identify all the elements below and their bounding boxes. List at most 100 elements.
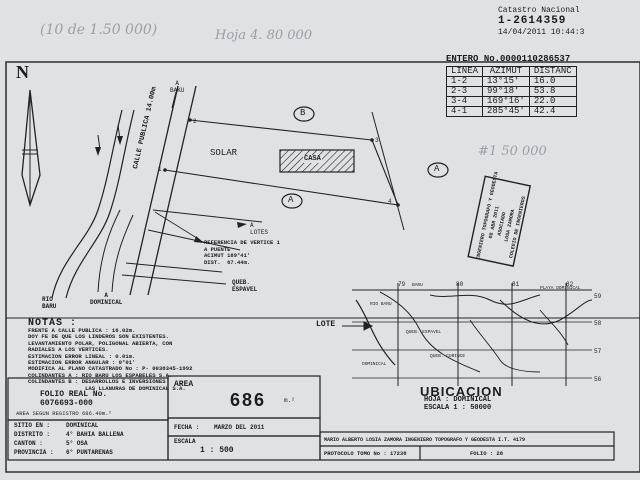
vertex-label: 1: [158, 166, 162, 173]
rio-baru-label: RIO BARU: [42, 296, 57, 310]
grid-label: 59: [594, 293, 602, 300]
ubicacion-title: UBICACION: [420, 384, 503, 399]
azimuth-header-row: LINEA AZIMUT DISTANC: [445, 66, 577, 77]
map-place: RIO BARU: [370, 302, 392, 307]
note-line: RADIALES A LOS VERTICES.: [28, 346, 109, 354]
distrito-value: 4° BAHIA BALLENA: [66, 431, 124, 438]
dominical-label: A DOMINICAL: [90, 292, 123, 306]
note-line: FRENTE A CALLE PUBLICA : 16.02m.: [28, 327, 136, 334]
cell: 13°15': [482, 76, 530, 87]
note-line: COLINDANTES A : RIO BARU LOS ESPABELES S…: [28, 371, 173, 379]
escala-label: ESCALA: [174, 438, 196, 445]
entero-label-text: ENTERO: [446, 54, 479, 64]
provincia-value: 6° PUNTARENAS: [66, 449, 113, 456]
protocolo-folio-value: 28: [496, 450, 504, 457]
cell: 169°16': [482, 96, 530, 107]
casa-label: CASA: [303, 155, 322, 163]
registry-area: AREA SEGUN REGISTRO 686.40m.²: [16, 410, 112, 417]
folio-label: FOLIO REAL No.: [40, 390, 108, 399]
handwritten-note-right: #1 50 000: [478, 144, 547, 159]
col-linea: LINEA: [445, 66, 484, 77]
handwritten-note-mid: Hoja 4. 80 000: [215, 28, 313, 43]
note-line: ESTIMACION ERROR LINEAL : 0.01m.: [28, 352, 136, 360]
sitio-value: DOMINICAL: [66, 422, 99, 429]
lote-label: LOTE: [316, 320, 336, 329]
provincia-label: PROVINCIA :: [14, 449, 54, 456]
area-value: 686: [230, 390, 267, 410]
vertex-label: 4: [388, 198, 392, 205]
area-unit: m.²: [284, 397, 295, 404]
distrito-label: DISTRITO :: [14, 431, 51, 438]
cell: 22.0: [528, 96, 577, 107]
note-line: LEVANTAMIENTO POLAR, POLIGONAL ABIERTA, …: [28, 339, 173, 347]
entero-label: ENTERO No.0000110286537: [446, 54, 570, 64]
cell: 1-2: [445, 76, 484, 87]
map-place: QUEB. ESPAVEL: [406, 330, 442, 335]
grid-label: 58: [594, 320, 602, 327]
grid-label: 82: [566, 281, 574, 288]
vertex-reference-note: REFERENCIA DE VERTICE 1 A PUENTE ACIMUT …: [204, 239, 280, 266]
grid-label: 81: [512, 281, 520, 288]
lotes-label: A LOTES: [250, 222, 269, 236]
map-place: DOMINICAL: [362, 362, 387, 367]
grid-label: 57: [594, 348, 602, 355]
north-label: N: [16, 62, 29, 82]
cell: 42.4: [528, 106, 577, 117]
protocolo-value: 17238: [390, 450, 407, 457]
note-line: ESTIMACION ERROR ANGULAR : 0°01': [28, 359, 136, 367]
col-distancia: DISTANC: [528, 66, 577, 77]
ubicacion-escala: ESCALA 1 : 50000: [424, 404, 492, 412]
col-azimut: AZIMUT: [482, 66, 530, 77]
handwritten-note-left: (10 de 1.50 000): [40, 22, 158, 38]
cell: 2-3: [445, 86, 484, 97]
location-map: [342, 283, 593, 386]
grid-label: 80: [456, 281, 464, 288]
canton-value: 5° OSA: [66, 440, 88, 447]
sitio-label: SITIO EN :: [14, 422, 51, 429]
note-line: COLINDANTES B : DESARROLLOS E INVERSIONE…: [28, 378, 166, 386]
protocolo-folio: FOLIO : 28: [470, 450, 503, 457]
cell: 3-4: [445, 96, 484, 107]
fecha-value: MARZO DEL 2011: [214, 424, 265, 431]
registry-name: Catastro Nacional: [498, 6, 580, 15]
lot-a-label: A: [288, 195, 294, 205]
cell: 16.0: [528, 76, 577, 87]
protocolo-label-text: PROTOCOLO TOMO No :: [324, 450, 387, 457]
area-label: AREA: [174, 380, 194, 389]
notes-list: FRENTE A CALLE PUBLICA : 16.02m. DOY FE …: [28, 327, 193, 392]
cell: 53.8: [528, 86, 577, 97]
note-line: LAS LLANURAS DE DOMINICAL S.A.: [28, 384, 186, 392]
lot-b-label: B: [300, 108, 306, 118]
plan-number: 1-2614359: [498, 15, 567, 27]
vertex-label: 2: [193, 118, 197, 125]
protocolo-folio-label: FOLIO :: [470, 450, 494, 457]
cell: 99°18': [482, 86, 530, 97]
map-place: BARU: [412, 283, 423, 288]
ubicacion-hoja: HOJA : DOMINICAL: [424, 396, 492, 404]
vertex-label: 3: [375, 137, 379, 144]
baku-top-label: A BAKU: [170, 80, 185, 94]
grid-label: 56: [594, 376, 602, 383]
quebrada-label: QUEB. ESPAVEL: [232, 279, 258, 293]
canton-label: CANTON :: [14, 440, 43, 447]
note-line: DOY FE DE QUE LOS LINDEROS SON EXISTENTE…: [28, 333, 169, 341]
solar-label: SOLAR: [210, 148, 238, 158]
note-line: MODIFICA AL PLANO CATASTRADO No : P- 003…: [28, 365, 193, 373]
fecha-label: FECHA :: [174, 424, 200, 431]
escala-value: 1 : 500: [200, 446, 234, 455]
protocolo-label: PROTOCOLO TOMO No : 17238: [324, 450, 407, 457]
map-place: QUEB. CURINCE: [430, 354, 466, 359]
registry-timestamp: 14/04/2011 10:44:3: [498, 28, 585, 37]
surveyor-signature-line: MARIO ALBERTO LOSIA ZAMORA INGENIERO TOP…: [324, 437, 526, 443]
north-arrow-icon: [21, 89, 41, 208]
cell: 4-1: [445, 106, 484, 117]
notes-title: NOTAS :: [28, 318, 78, 329]
folio-value: 6076693-000: [40, 399, 93, 408]
cell: 285°45': [482, 106, 530, 117]
